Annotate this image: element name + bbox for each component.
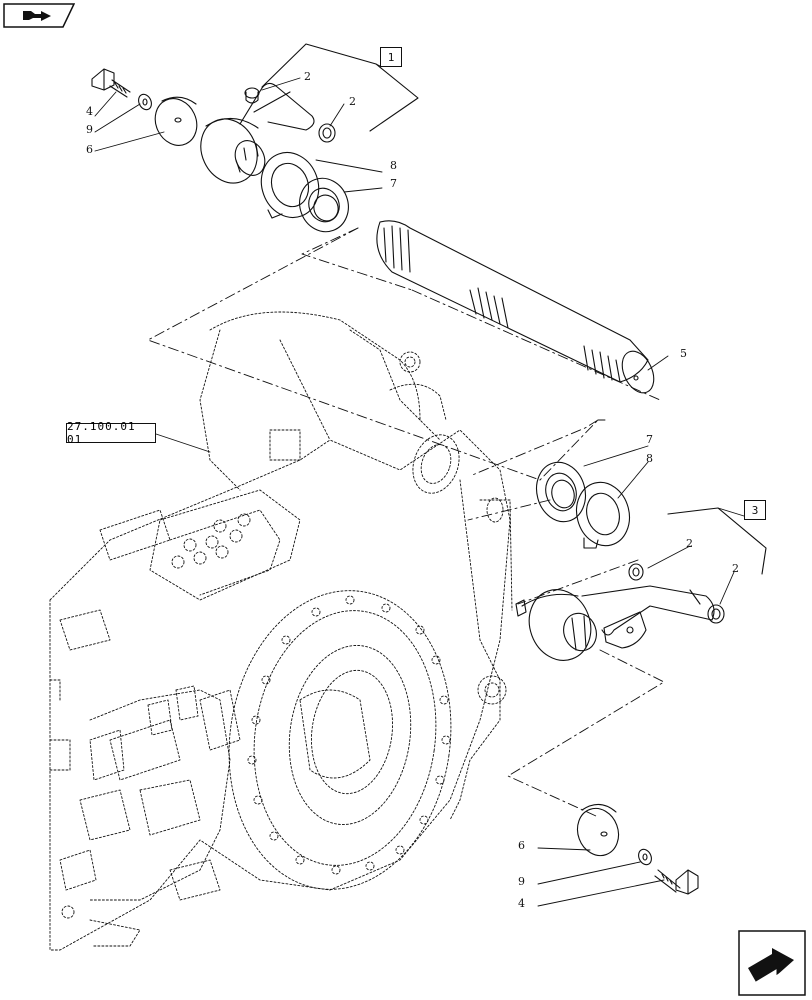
upper-bolt <box>91 68 131 98</box>
lower-lever-arm <box>515 585 715 661</box>
callout-upper-bushing-left: 2 <box>304 70 311 83</box>
bottom-cap <box>576 803 620 857</box>
book-arrow-icon[interactable] <box>3 3 76 28</box>
next-page-arrow-icon[interactable] <box>738 930 806 996</box>
callout-mid-seal: 7 <box>646 433 653 446</box>
callout-upper-bushing-right: 2 <box>349 95 356 108</box>
leader-lines <box>89 63 745 907</box>
mid-thrust-ring <box>576 481 630 549</box>
callout-mid-thrust-ring: 8 <box>646 452 653 465</box>
upper-washer <box>138 93 152 111</box>
callout-bottom-washer: 9 <box>518 875 525 888</box>
alignment-lines <box>147 227 665 817</box>
callout-upper-cap: 6 <box>86 143 93 156</box>
gearbox-housing <box>49 311 513 951</box>
bottom-bolt <box>654 869 699 895</box>
upper-thrust-ring <box>260 151 320 219</box>
reference-link[interactable]: 27.100.01 01 <box>66 420 156 446</box>
callout-lower-bushing-left: 2 <box>686 537 693 550</box>
mid-seal <box>536 461 586 523</box>
group-label-3[interactable]: 3 <box>744 500 766 520</box>
upper-lever-arm <box>200 82 315 184</box>
splined-shaft <box>376 220 655 394</box>
callout-upper-washer: 9 <box>86 123 93 136</box>
callout-upper-bolt: 4 <box>86 105 93 118</box>
lower-bushing-left <box>628 563 644 581</box>
upper-seal <box>299 177 349 233</box>
upper-group-bracket <box>261 43 419 132</box>
bottom-washer <box>638 848 652 866</box>
callout-lower-bushing-right: 2 <box>732 562 739 575</box>
upper-cap <box>154 96 198 146</box>
lower-bushing-right <box>707 604 725 624</box>
callout-upper-seal: 7 <box>390 177 397 190</box>
group-label-1[interactable]: 1 <box>380 47 402 67</box>
callout-bottom-bolt: 4 <box>518 897 525 910</box>
lower-group-bracket <box>667 507 767 575</box>
callout-bottom-cap: 6 <box>518 839 525 852</box>
callout-shaft: 5 <box>680 347 687 360</box>
upper-bushing-right <box>318 123 336 143</box>
callout-upper-thrust-ring: 8 <box>390 159 397 172</box>
